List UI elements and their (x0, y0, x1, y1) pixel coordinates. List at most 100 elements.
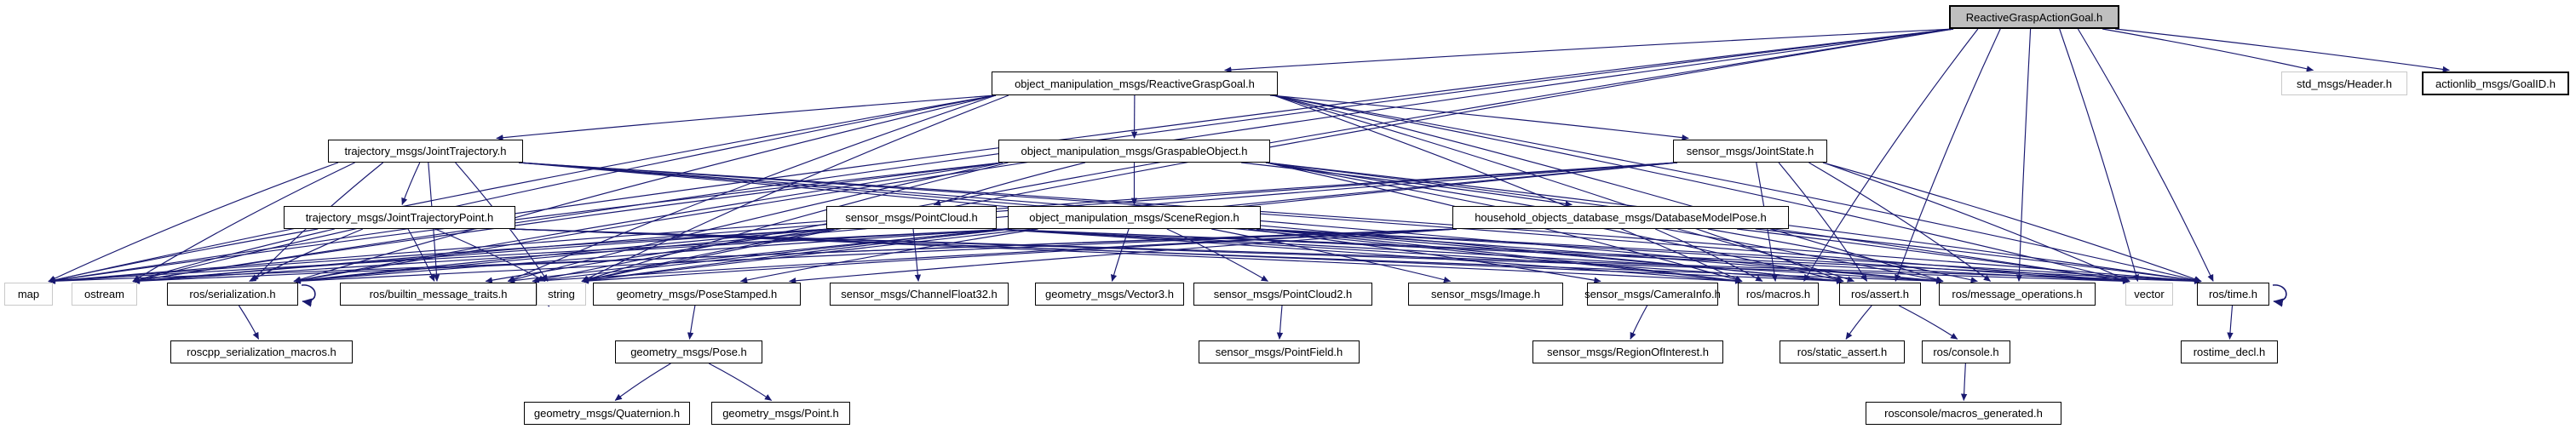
node-hdr: std_msgs/Header.h (2281, 72, 2407, 95)
node-ser[interactable]: ros/serialization.h (167, 283, 298, 306)
node-rgg[interactable]: object_manipulation_msgs/ReactiveGraspGo… (992, 72, 1278, 95)
node-mg[interactable]: rosconsole/macros_generated.h (1866, 402, 2061, 425)
node-pt[interactable]: geometry_msgs/Point.h (711, 402, 850, 425)
node-jtp[interactable]: trajectory_msgs/JointTrajectoryPoint.h (284, 206, 515, 229)
edge-main-vec (2059, 28, 2139, 282)
edge-sr-ci (1248, 228, 1601, 283)
node-ast[interactable]: ros/assert.h (1839, 283, 1921, 306)
node-map: map (4, 283, 53, 306)
edge-dmp-ser (293, 228, 1458, 284)
edge-pc-ast (992, 228, 1844, 284)
node-str: string (537, 283, 586, 306)
edge-sr-str (581, 228, 1013, 284)
node-sa[interactable]: ros/static_assert.h (1780, 340, 1905, 363)
edge-sr-mop (1256, 228, 1944, 284)
edge-main-map (48, 28, 1954, 283)
edge-sr-ps (739, 228, 1038, 283)
node-pc[interactable]: sensor_msgs/PointCloud.h (826, 206, 997, 229)
edge-js-mop (1808, 162, 1992, 282)
edge-main-ost (132, 28, 1954, 283)
edge-pc-mac (992, 228, 1743, 284)
edge-rgg-js (1269, 94, 1689, 141)
edge-sr-v3 (1110, 228, 1130, 282)
node-js[interactable]: sensor_msgs/JointState.h (1673, 140, 1827, 163)
edge-ser-rsm (238, 305, 260, 340)
edge-main-mac (1803, 28, 1979, 282)
edge-ps-pose (687, 305, 696, 340)
edge-rgg-vec (1273, 94, 2130, 283)
edge-sr-vec (1256, 228, 2130, 284)
edge-dmp-mac (1654, 228, 1763, 283)
edge-ci-roi (1630, 305, 1648, 340)
node-roi[interactable]: sensor_msgs/RegionOfInterest.h (1532, 340, 1723, 363)
edge-sr-pc2 (1166, 228, 1268, 282)
edge-sr-map (48, 228, 1013, 284)
edge-loop-ser (301, 284, 316, 307)
node-dmp[interactable]: household_objects_database_msgs/Database… (1452, 206, 1789, 229)
node-mac[interactable]: ros/macros.h (1738, 283, 1819, 306)
node-cf[interactable]: sensor_msgs/ChannelFloat32.h (830, 283, 1009, 306)
edge-dmp-mop (1707, 228, 1978, 283)
edge-jtp-map (48, 228, 319, 283)
node-go[interactable]: object_manipulation_msgs/GraspableObject… (998, 140, 1270, 163)
edge-pose-pt (708, 363, 773, 401)
node-quat[interactable]: geometry_msgs/Quaternion.h (524, 402, 690, 425)
node-ost: ostream (72, 283, 137, 306)
edge-pc-map (48, 228, 831, 284)
node-main: ReactiveGraspActionGoal.h (1949, 5, 2119, 29)
edge-con-mg (1960, 363, 1968, 401)
edge-main-hdr (2102, 28, 2314, 72)
edge-main-rgg (1224, 28, 1954, 73)
edge-pc-str (581, 228, 835, 283)
node-pc2[interactable]: sensor_msgs/PointCloud2.h (1193, 283, 1372, 306)
node-tim[interactable]: ros/time.h (2197, 283, 2269, 306)
edge-rgg-map (48, 94, 997, 283)
edge-pc-mop (992, 228, 1944, 284)
edge-main-tim (2077, 28, 2214, 282)
edge-dmp-vec (1736, 228, 2130, 283)
edge-dmp-ast (1677, 228, 1854, 283)
edge-go-pc (933, 162, 1086, 206)
node-rtd[interactable]: rostime_decl.h (2181, 340, 2278, 363)
edge-pc-tim (992, 228, 2202, 284)
edge-rgg-mac (1273, 94, 1743, 283)
edge-rgg-str (581, 94, 1009, 283)
edge-main-mop (2015, 28, 2032, 282)
edge-main-gid (2114, 28, 2450, 73)
edge-jt-mop (518, 162, 1944, 284)
edge-dmp-ps (788, 228, 1458, 284)
edge-dmp-str (581, 228, 1458, 284)
node-v3[interactable]: geometry_msgs/Vector3.h (1035, 283, 1184, 306)
node-ci[interactable]: sensor_msgs/CameraInfo.h (1584, 283, 1721, 306)
node-con[interactable]: ros/console.h (1922, 340, 2010, 363)
edge-js-vec (1822, 162, 2130, 283)
node-bmt[interactable]: ros/builtin_message_traits.h (340, 283, 537, 306)
edge-ast-sa (1845, 305, 1872, 340)
edge-sr-img (1211, 228, 1452, 283)
edge-jt-tim (518, 162, 2202, 284)
edge-go-ost (132, 162, 1003, 283)
edge-pc-bmt (485, 228, 831, 283)
edge-go-bmt (507, 162, 1003, 283)
edge-tim-rtd (2227, 305, 2234, 340)
edge-dmp-tim (1755, 228, 2202, 284)
edge-js-tim (1822, 162, 2202, 283)
edge-rgg-tim (1273, 94, 2202, 283)
node-gid[interactable]: actionlib_msgs/GoalID.h (2422, 72, 2569, 95)
edge-jt-jtp (401, 162, 421, 205)
edge-go-ser (293, 162, 1003, 283)
node-img[interactable]: sensor_msgs/Image.h (1408, 283, 1563, 306)
node-pf[interactable]: sensor_msgs/PointField.h (1199, 340, 1360, 363)
edge-loop-tim (2272, 284, 2287, 307)
edge-pc-ost (132, 228, 831, 284)
edge-sr-ser (293, 228, 1013, 284)
node-rsm[interactable]: roscpp_serialization_macros.h (170, 340, 353, 363)
node-sr[interactable]: object_manipulation_msgs/SceneRegion.h (1008, 206, 1261, 229)
node-mop[interactable]: ros/message_operations.h (1939, 283, 2096, 306)
node-pose[interactable]: geometry_msgs/Pose.h (615, 340, 762, 363)
edge-ast-con (1898, 305, 1958, 340)
node-jt[interactable]: trajectory_msgs/JointTrajectory.h (328, 140, 523, 163)
edge-pose-quat (614, 363, 671, 401)
node-ps[interactable]: geometry_msgs/PoseStamped.h (593, 283, 801, 306)
node-vec: vector (2125, 283, 2173, 306)
